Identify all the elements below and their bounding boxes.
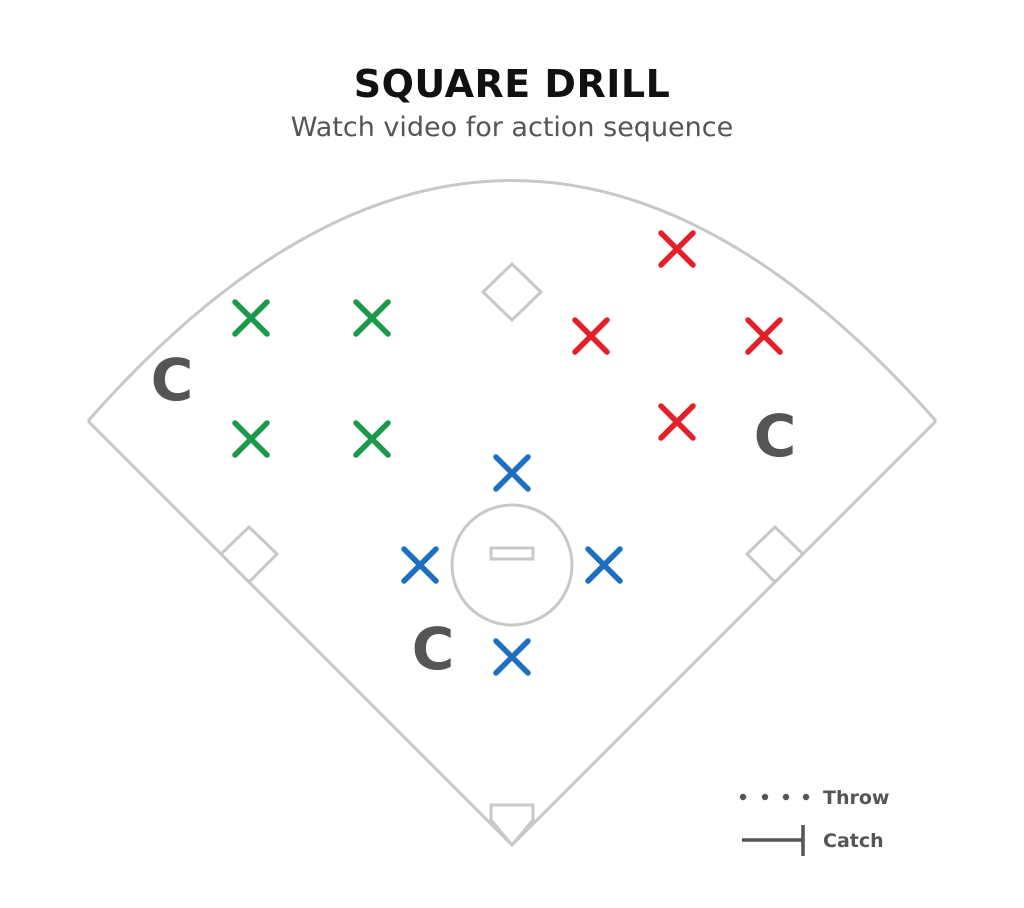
right-foul-line — [510, 419, 938, 847]
legend-throw-label: Throw — [823, 787, 889, 809]
first-base — [744, 524, 806, 585]
player-marker-red — [658, 230, 696, 268]
player-marker-red — [572, 317, 610, 355]
coach-marker-right: C — [754, 402, 797, 470]
bases — [218, 261, 806, 848]
coach-marker-bottom: C — [412, 615, 455, 683]
third-base — [218, 524, 280, 585]
coach-marker-left: C — [151, 346, 194, 414]
outfield-fence — [86, 179, 938, 422]
throw-symbol — [739, 793, 810, 801]
player-marker-blue — [493, 638, 531, 676]
player-marker-blue — [401, 546, 439, 584]
player-marker-red — [658, 403, 696, 441]
player-marker-blue — [585, 546, 623, 584]
home-plate — [489, 803, 535, 848]
red-group — [572, 230, 783, 441]
diagram-title: SQUARE DRILL — [353, 62, 671, 106]
diagram-subtitle: Watch video for action sequence — [290, 112, 734, 143]
player-marker-green — [353, 299, 391, 337]
player-marker-green — [232, 420, 270, 458]
second-base — [480, 261, 544, 323]
player-marker-red — [745, 317, 783, 355]
legend: Throw Catch — [739, 787, 889, 856]
field-outline — [86, 179, 938, 847]
player-marker-blue — [493, 454, 531, 492]
green-group — [232, 299, 391, 458]
legend-catch-label: Catch — [823, 830, 884, 852]
left-foul-line — [86, 419, 514, 847]
player-marker-green — [353, 420, 391, 458]
player-marker-green — [232, 299, 270, 337]
pitchers-rubber — [489, 546, 535, 561]
catch-symbol — [742, 825, 805, 856]
blue-group — [401, 454, 623, 676]
pitchers-mound — [450, 503, 574, 627]
